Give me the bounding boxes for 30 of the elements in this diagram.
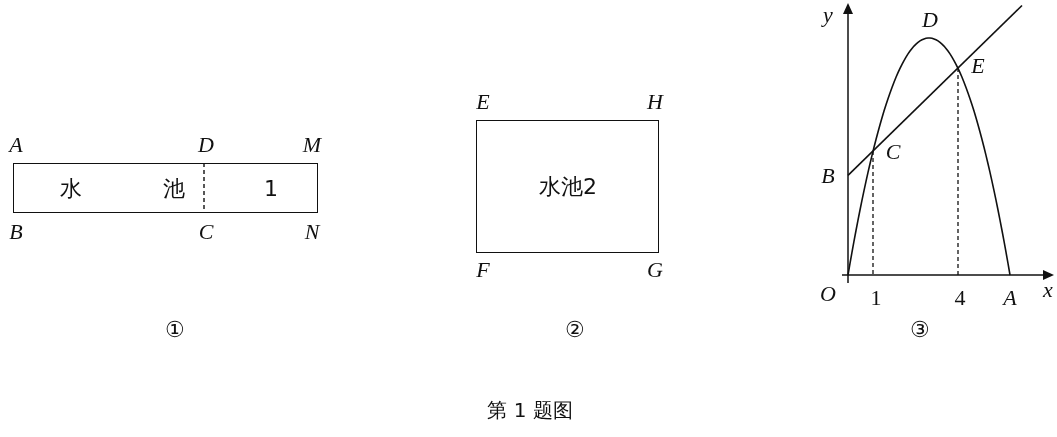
tick-label: 4 [954,287,966,309]
point-label: D [922,9,938,31]
point-label: E [971,55,985,77]
point-label: C [885,141,901,163]
point-label: B [821,165,835,187]
point-label: B [9,221,23,243]
axis-label: y [823,4,833,26]
point-label: N [304,221,320,243]
point-label: A [1003,287,1017,309]
pool-rectangle [476,120,659,253]
pool-rectangle [13,163,318,213]
point-label: H [647,91,663,113]
point-label: G [647,259,663,281]
point-label: C [198,221,214,243]
origin-label: O [820,283,836,305]
pool-label: 1 [264,178,278,200]
figure-number: ③ [910,319,930,341]
axis-label: x [1043,279,1053,301]
point-label: E [476,91,490,113]
pool-label: 水池2 [539,176,597,198]
caption: 第 1 题图 [487,400,573,420]
pool-label: 池 [163,178,185,200]
point-label: F [476,259,490,281]
tick-label: 1 [870,287,882,309]
point-label: A [9,134,23,156]
figure-number: ① [165,319,185,341]
point-label: D [198,134,214,156]
pool-label: 水 [60,178,82,200]
point-label: M [302,134,322,156]
figure-number: ② [565,319,585,341]
